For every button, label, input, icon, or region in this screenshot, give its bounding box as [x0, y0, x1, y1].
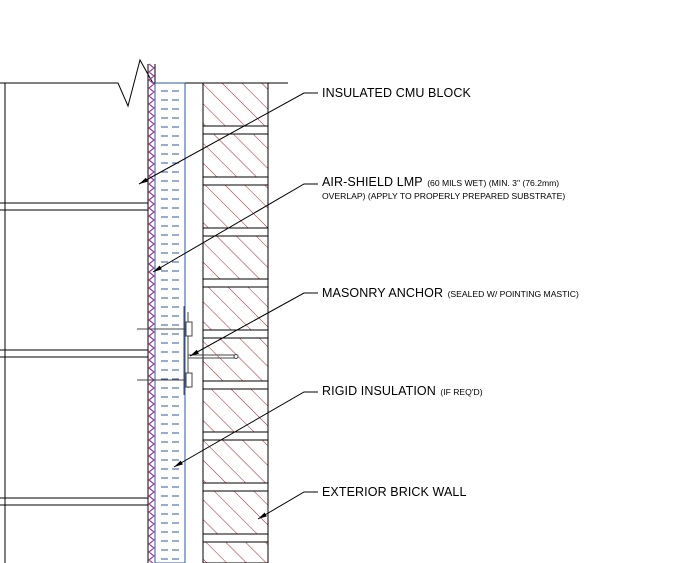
rigid-insulation: [154, 82, 186, 563]
leader-line: [173, 391, 318, 468]
brick-unit: [202, 286, 269, 331]
membrane-zigzag: [148, 63, 155, 563]
brick-unit: [202, 133, 269, 178]
callout-air-shield-lmp: AIR-SHIELD LMP (60 MILS WET) (MIN. 3" (7…: [322, 175, 565, 203]
callout-main-text: INSULATED CMU BLOCK: [322, 86, 471, 100]
callout-exterior-brick-wall: EXTERIOR BRICK WALL: [322, 485, 467, 499]
brick-unit: [202, 337, 269, 382]
brick-unit: [202, 490, 269, 535]
mortar-joint: [202, 176, 269, 186]
leader-air-shield-lmp: [152, 183, 318, 273]
brick-unit: [202, 439, 269, 484]
arrowhead: [174, 460, 183, 467]
callout-rigid-insulation: RIGID INSULATION (IF REQ'D): [322, 384, 483, 399]
callout-sub-text: (SEALED W/ POINTING MASTIC): [447, 289, 579, 299]
callout-sub-text: (IF REQ'D): [440, 387, 483, 397]
mortar-joint: [202, 227, 269, 237]
air-shield-membrane: [148, 63, 156, 563]
callout-sub-text: (60 MILS WET) (MIN. 3" (76.2mm): [427, 178, 560, 188]
callout-main-text: RIGID INSULATION: [322, 384, 436, 398]
callout-masonry-anchor: MASONRY ANCHOR (SEALED W/ POINTING MASTI…: [322, 286, 579, 301]
leader-line: [257, 491, 318, 520]
callout-main-text: MASONRY ANCHOR: [322, 286, 444, 300]
brick-unit: [202, 184, 269, 229]
brick-unit: [202, 541, 269, 563]
mortar-joint: [202, 380, 269, 390]
arrowhead: [153, 265, 162, 272]
arrowhead: [190, 349, 199, 356]
mortar-joint: [202, 431, 269, 441]
leader-masonry-anchor: [189, 292, 318, 357]
callout-insulated-cmu-block: INSULATED CMU BLOCK: [322, 86, 471, 100]
mortar-joint: [202, 278, 269, 288]
mortar-joint: [202, 482, 269, 492]
callout-main-text: AIR-SHIELD LMP: [322, 175, 423, 189]
cmu-block: [0, 64, 149, 563]
arrowhead: [258, 512, 267, 519]
masonry-anchor: [137, 306, 239, 395]
leader-exterior-brick-wall: [257, 491, 318, 520]
leader-line: [138, 92, 318, 185]
leader-line: [152, 183, 318, 273]
mortar-joint: [202, 533, 269, 543]
brick-veneer: [202, 82, 269, 563]
leader-lines: [138, 92, 318, 520]
leader-rigid-insulation: [173, 391, 318, 468]
brick-unit: [202, 82, 269, 127]
brick-unit: [202, 235, 269, 280]
callout-main-text: EXTERIOR BRICK WALL: [322, 485, 467, 499]
mortar-joint: [202, 125, 269, 135]
leader-insulated-cmu-block: [138, 92, 318, 185]
leader-line: [189, 292, 318, 357]
arrowhead: [139, 177, 148, 184]
callout-continuation-text: OVERLAP) (APPLY TO PROPERLY PREPARED SUB…: [322, 191, 566, 201]
brick-unit: [202, 388, 269, 433]
